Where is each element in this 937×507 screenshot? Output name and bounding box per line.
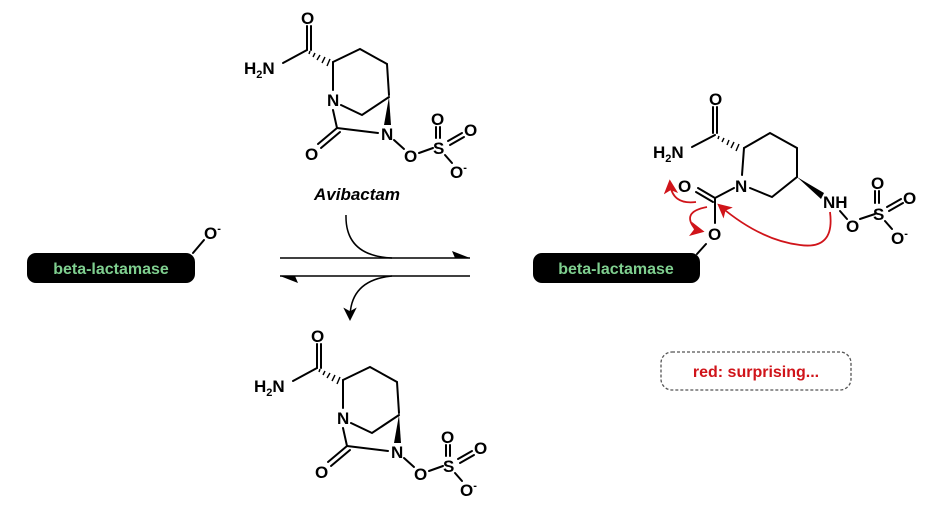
- atom-o: O: [301, 9, 314, 28]
- atom-o: O: [709, 90, 722, 109]
- atom-o: O: [431, 110, 444, 129]
- atom-s: S: [443, 457, 454, 476]
- note-box: red: surprising...: [660, 351, 852, 391]
- note-text: red: surprising...: [693, 364, 819, 381]
- enzyme-oxide: O-: [204, 223, 221, 243]
- atom-n: N: [327, 91, 339, 110]
- atom-o-minus: O-: [460, 480, 477, 500]
- atom-n: N: [381, 125, 393, 144]
- enzyme-left: beta-lactamase O-: [27, 223, 221, 283]
- atom-o: O: [305, 145, 318, 164]
- atom-s: S: [873, 205, 884, 224]
- avibactam-label: Avibactam: [313, 185, 400, 204]
- atom-o: O: [903, 189, 916, 208]
- atom-o: O: [311, 327, 324, 346]
- released-avibactam-structure: O H2N N O N O S O O O-: [254, 327, 487, 500]
- equilibrium-arrows: [280, 214, 470, 321]
- atom-o: O: [871, 174, 884, 193]
- atom-o: O: [315, 463, 328, 482]
- atom-o: O: [414, 465, 427, 484]
- atom-o-minus: O-: [891, 228, 908, 248]
- electron-push-arrows: [663, 179, 832, 247]
- atom-h2n: H2N: [254, 377, 285, 399]
- atom-o: O: [404, 147, 417, 166]
- enzyme-label: beta-lactamase: [53, 261, 169, 278]
- atom-o-minus: O-: [450, 162, 467, 182]
- acyl-enzyme-structure: beta-lactamase O H2N N O O NH O S O O O-: [533, 90, 916, 283]
- atom-o: O: [474, 439, 487, 458]
- avibactam-structure: O H2N N O N O S O O O-: [244, 9, 477, 182]
- atom-o: O: [708, 225, 721, 244]
- atom-h2n: H2N: [244, 59, 275, 81]
- atom-n: N: [391, 443, 403, 462]
- atom-o: O: [441, 428, 454, 447]
- atom-o: O: [846, 217, 859, 236]
- atom-h2n: H2N: [653, 143, 684, 165]
- atom-o: O: [678, 177, 691, 196]
- atom-n: N: [735, 177, 747, 196]
- enzyme-label: beta-lactamase: [558, 261, 674, 278]
- atom-s: S: [433, 139, 444, 158]
- atom-nh: NH: [823, 193, 848, 212]
- atom-n: N: [337, 409, 349, 428]
- atom-o: O: [464, 121, 477, 140]
